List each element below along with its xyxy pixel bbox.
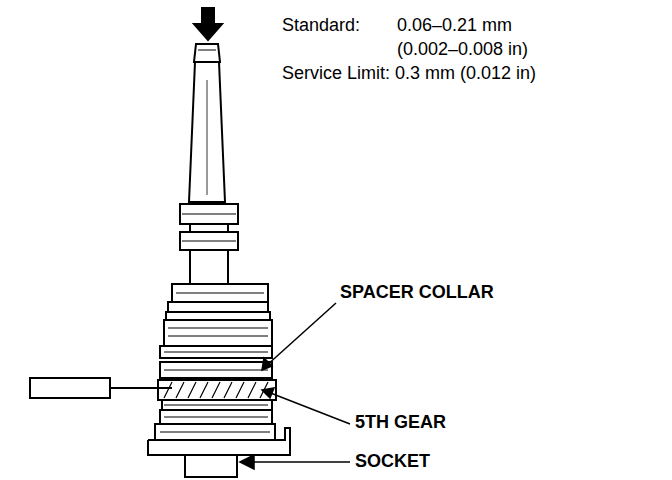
standard-value-inch: (0.002–0.008 in) (397, 40, 528, 60)
part-name: SPACER COLLAR (340, 283, 494, 303)
part-name: SOCKET (355, 452, 430, 472)
service-limit: Service Limit: 0.3 mm (0.012 in) (282, 64, 536, 84)
part-name: 5TH GEAR (355, 413, 446, 433)
standard-value: 0.06–0.21 mm (397, 16, 512, 36)
spec-heading: Standard: (282, 16, 360, 36)
